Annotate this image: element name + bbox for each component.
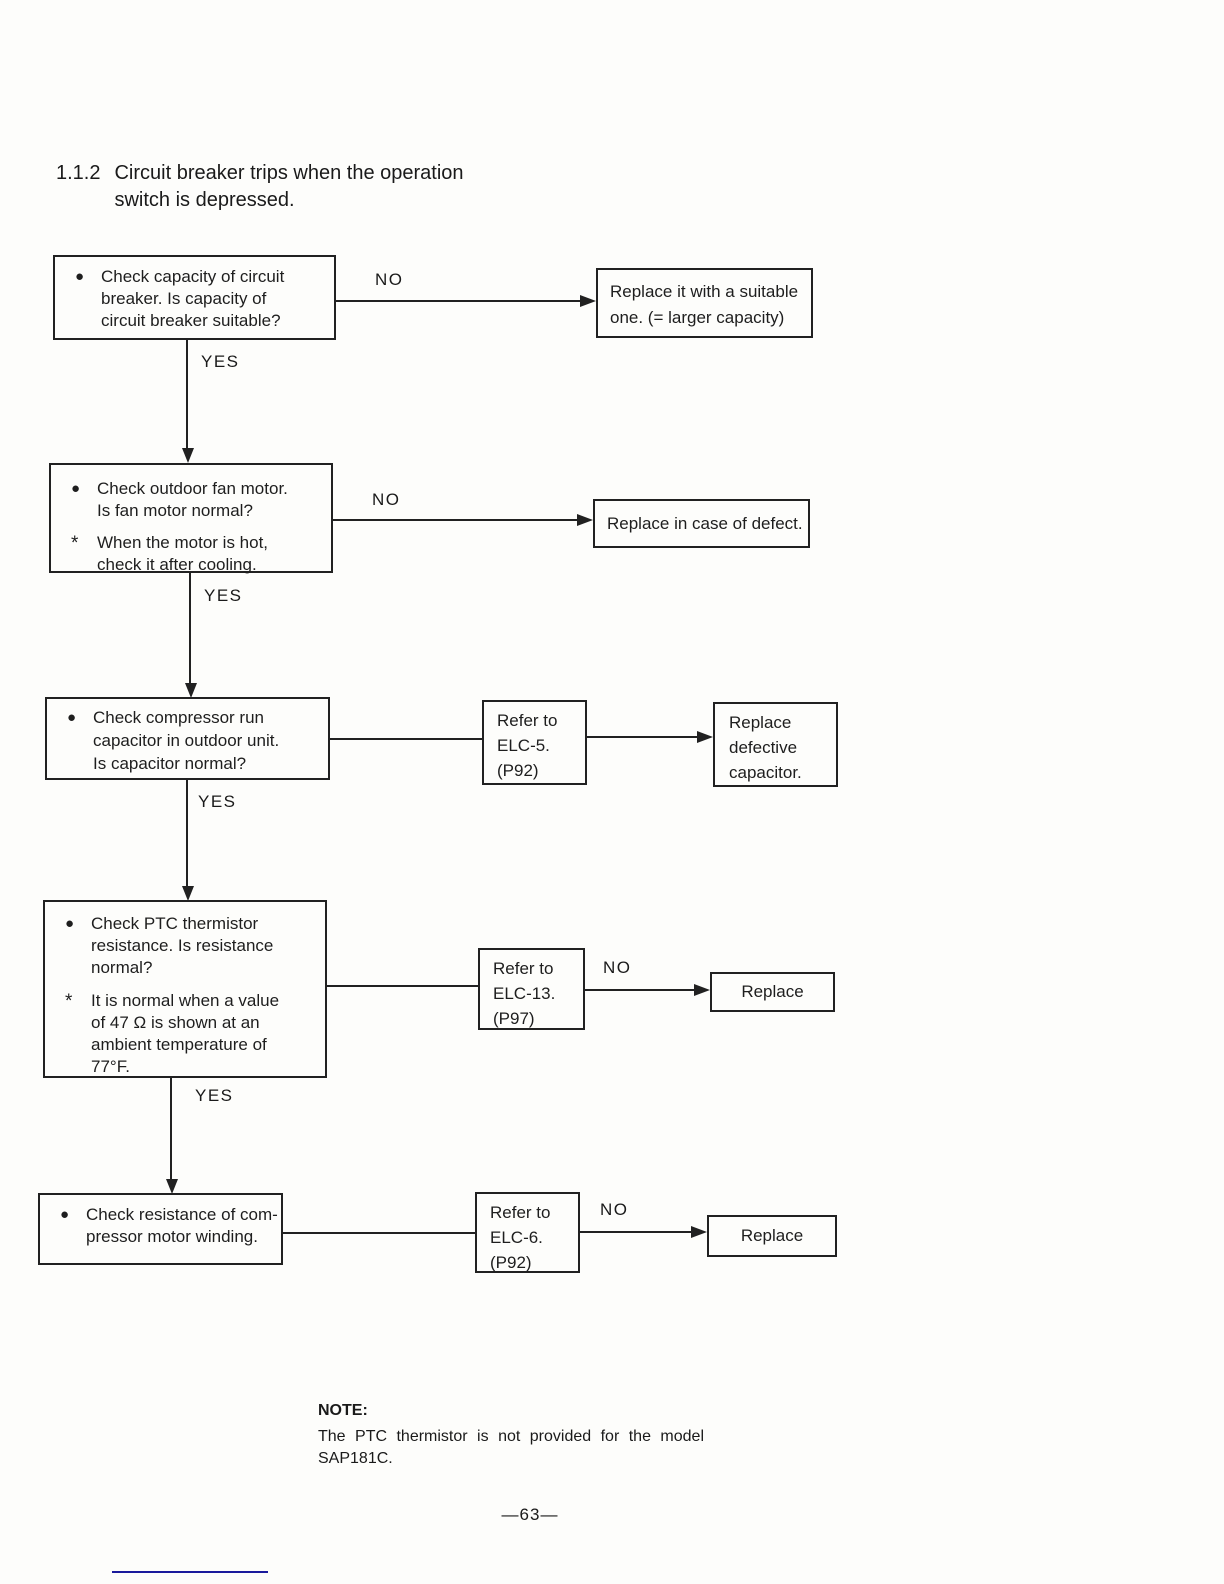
- arrowhead-down-2: [185, 683, 197, 698]
- bullet-icon: ●: [60, 1206, 70, 1223]
- no-label-5: NO: [600, 1200, 629, 1219]
- flow-line-yes-2: [189, 573, 191, 683]
- refer3-line2: ELC-5.: [497, 736, 550, 755]
- step3-line3: Is capacitor normal?: [93, 754, 247, 773]
- result-box-replace-defect: Replace in case of defect.: [593, 499, 810, 548]
- result3-line1: Replace: [729, 713, 792, 732]
- flow-line-4b: [585, 989, 694, 991]
- section-title-line2: switch is depressed.: [114, 189, 295, 211]
- result-box-replace-breaker: Replace it with a suitable one. (= large…: [596, 268, 813, 338]
- step5-line1: Check resistance of com-: [86, 1205, 278, 1224]
- flow-line-4a: [327, 985, 478, 987]
- result-box-replace-capacitor: Replace defective capacitor.: [713, 702, 838, 787]
- refer5-line1: Refer to: [490, 1203, 551, 1222]
- step4-note-line1: It is normal when a value: [91, 991, 280, 1010]
- note-block: NOTE: The PTC thermistor is not provided…: [318, 1400, 704, 1470]
- scan-artifact-blue-line: [112, 1571, 268, 1573]
- flow-line-5a: [283, 1232, 475, 1234]
- arrowhead-right-1: [580, 295, 596, 307]
- step4-main-line2: resistance. Is resistance: [91, 936, 274, 955]
- step4-note-line3: ambient temperature of: [91, 1035, 267, 1054]
- step3-line2: capacitor in outdoor unit.: [93, 731, 280, 750]
- flow-line-no-2: [333, 519, 577, 521]
- step-box-check-fan-motor: ● Check outdoor fan motor. Is fan motor …: [49, 463, 333, 574]
- flow-line-no-1: [336, 300, 581, 302]
- flow-line-5b: [580, 1231, 691, 1233]
- no-label-1: NO: [375, 270, 404, 289]
- arrowhead-down-4: [166, 1179, 178, 1194]
- step-box-check-circuit-breaker: ● Check capacity of circuit breaker. Is …: [53, 255, 336, 340]
- page-number: —63—: [501, 1505, 559, 1524]
- bullet-icon: ●: [75, 268, 85, 285]
- result2-line1: Replace in case of defect.: [607, 513, 803, 533]
- arrowhead-right-4: [694, 984, 710, 996]
- step2-main-line1: Check outdoor fan motor.: [97, 479, 288, 498]
- refer4-line1: Refer to: [493, 959, 554, 978]
- step1-line3: circuit breaker suitable?: [101, 311, 281, 330]
- step4-main-line1: Check PTC thermistor: [91, 914, 259, 933]
- arrowhead-right-5: [691, 1226, 707, 1238]
- no-label-4: NO: [603, 958, 632, 977]
- arrowhead-right-2: [577, 514, 593, 526]
- arrowhead-down-1: [182, 448, 194, 463]
- bullet-icon: ●: [67, 709, 77, 726]
- arrowhead-down-3: [182, 886, 194, 901]
- result-box-replace-thermistor: Replace: [710, 972, 835, 1012]
- note-line2: SAP181C.: [318, 1450, 393, 1467]
- step5-line2: pressor motor winding.: [86, 1227, 258, 1246]
- result1-line1: Replace it with a suitable: [610, 282, 799, 301]
- result3-line3: capacitor.: [729, 763, 802, 782]
- refer-box-elc6: Refer to ELC-6. (P92): [475, 1192, 580, 1273]
- step1-line1: Check capacity of circuit: [101, 267, 285, 286]
- bullet-icon: ●: [65, 915, 75, 932]
- step4-note-line2: of 47 Ω is shown at an: [91, 1013, 260, 1032]
- flow-line-3b: [587, 736, 697, 738]
- step3-line1: Check compressor run: [93, 708, 265, 727]
- section-title: 1.1.2 Circuit breaker trips when the ope…: [56, 160, 464, 214]
- yes-label-2: YES: [204, 586, 243, 605]
- note-label: NOTE:: [318, 1402, 368, 1419]
- bullet-icon: ●: [71, 480, 81, 497]
- yes-label-4: YES: [195, 1086, 234, 1105]
- step-box-check-ptc-thermistor: ● Check PTC thermistor resistance. Is re…: [43, 900, 327, 1078]
- section-title-line1: Circuit breaker trips when the operation: [114, 162, 464, 184]
- note-line1: The PTC thermistor is not provided for t…: [318, 1428, 704, 1445]
- asterisk-icon: *: [65, 991, 73, 1012]
- flow-line-yes-3: [186, 780, 188, 886]
- refer4-line2: ELC-13.: [493, 984, 556, 1003]
- refer-box-elc5: Refer to ELC-5. (P92): [482, 700, 587, 785]
- refer5-line3: (P92): [490, 1253, 532, 1272]
- refer-box-elc13: Refer to ELC-13. (P97): [478, 948, 585, 1030]
- result4-text: Replace: [741, 982, 804, 1001]
- step2-note-line2: check it after cooling.: [97, 555, 257, 574]
- result3-line2: defective: [729, 738, 798, 757]
- yes-label-1: YES: [201, 352, 240, 371]
- refer5-line2: ELC-6.: [490, 1228, 543, 1247]
- step-box-check-run-capacitor: ● Check compressor run capacitor in outd…: [45, 697, 330, 780]
- step1-line2: breaker. Is capacity of: [101, 289, 267, 308]
- flow-line-3a: [330, 738, 482, 740]
- step-box-check-motor-winding: ● Check resistance of com- pressor motor…: [38, 1193, 283, 1265]
- arrowhead-right-3: [697, 731, 713, 743]
- step4-note-line4: 77°F.: [91, 1057, 130, 1076]
- yes-label-3: YES: [198, 792, 237, 811]
- refer4-line3: (P97): [493, 1009, 535, 1028]
- step2-note-line1: When the motor is hot,: [97, 533, 269, 552]
- refer3-line3: (P92): [497, 761, 539, 780]
- flow-line-yes-1: [186, 340, 188, 449]
- result1-line2: one. (= larger capacity): [610, 308, 785, 327]
- step2-main-line2: Is fan motor normal?: [97, 501, 253, 520]
- asterisk-icon: *: [71, 533, 79, 554]
- no-label-2: NO: [372, 490, 401, 509]
- flow-line-yes-4: [170, 1078, 172, 1179]
- result-box-replace-winding: Replace: [707, 1215, 837, 1257]
- step4-main-line3: normal?: [91, 958, 153, 977]
- refer3-line1: Refer to: [497, 711, 558, 730]
- section-number: 1.1.2: [56, 162, 101, 184]
- result5-text: Replace: [740, 1226, 804, 1245]
